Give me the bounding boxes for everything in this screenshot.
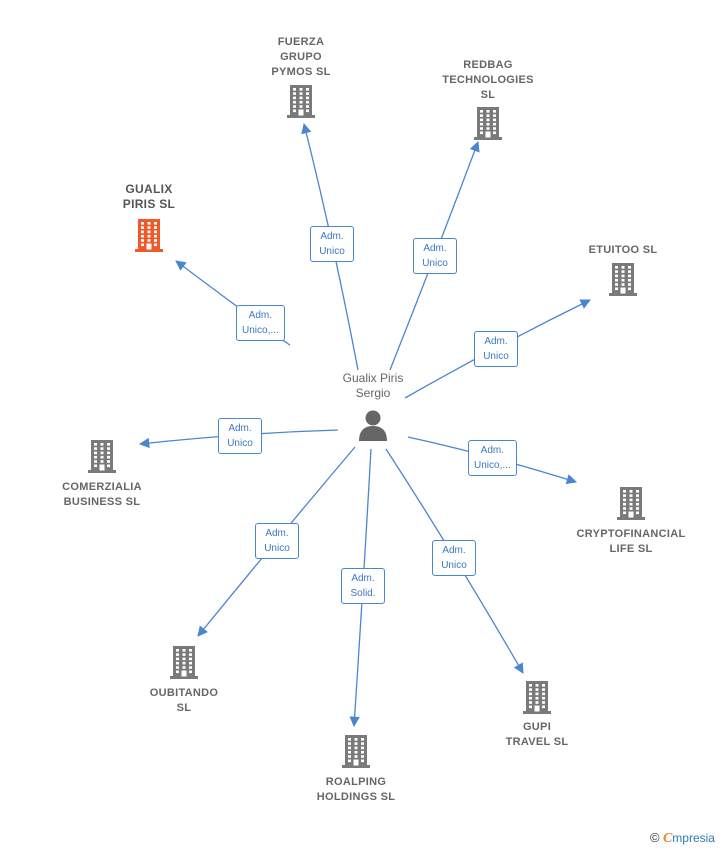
company-node-comerzialia[interactable] bbox=[87, 439, 117, 478]
building-icon bbox=[617, 487, 645, 520]
company-name-gupi[interactable]: GUPI TRAVEL SL bbox=[505, 721, 569, 748]
edge-label-gualix[interactable]: Adm. Unico,... bbox=[236, 305, 285, 341]
company-node-redbag[interactable] bbox=[473, 106, 503, 145]
building-icon bbox=[342, 735, 370, 768]
company-node-fuerza[interactable] bbox=[286, 84, 316, 123]
building-icon bbox=[135, 219, 163, 252]
company-node-oubitando[interactable] bbox=[169, 645, 199, 684]
company-node-gupi[interactable] bbox=[522, 680, 552, 719]
company-name-crypto[interactable]: CRYPTOFINANCIAL LIFE SL bbox=[576, 528, 686, 555]
company-name-etuitoo[interactable]: ETUITOO SL bbox=[588, 244, 658, 256]
edge-label-redbag[interactable]: Adm. Unico bbox=[413, 238, 457, 274]
company-node-crypto[interactable] bbox=[616, 486, 646, 525]
company-name-gualix[interactable]: GUALIX PIRIS SL bbox=[122, 182, 176, 211]
edge-label-gupi[interactable]: Adm. Unico bbox=[432, 540, 476, 576]
footer-brand: © Cmpresia bbox=[650, 830, 715, 847]
company-name-fuerza[interactable]: FUERZA GRUPO PYMOS SL bbox=[271, 36, 331, 78]
edge-label-roalping[interactable]: Adm. Solid. bbox=[341, 568, 385, 604]
building-icon bbox=[88, 440, 116, 473]
building-icon bbox=[474, 107, 502, 140]
edge-label-oubitando[interactable]: Adm. Unico bbox=[255, 523, 299, 559]
edge-label-fuerza[interactable]: Adm. Unico bbox=[310, 226, 354, 262]
brand-logo-text: mpresia bbox=[672, 831, 715, 845]
person-icon bbox=[359, 410, 387, 441]
brand-logo-initial: C bbox=[662, 831, 673, 846]
company-name-roalping[interactable]: ROALPING HOLDINGS SL bbox=[316, 776, 396, 803]
edge-label-crypto[interactable]: Adm. Unico,... bbox=[468, 440, 517, 476]
company-name-redbag[interactable]: REDBAG TECHNOLOGIES SL bbox=[442, 59, 534, 101]
building-icon bbox=[287, 85, 315, 118]
edge-label-etuitoo[interactable]: Adm. Unico bbox=[474, 331, 518, 367]
building-icon bbox=[609, 263, 637, 296]
building-icon bbox=[170, 646, 198, 679]
company-node-etuitoo[interactable] bbox=[608, 262, 638, 301]
company-node-gualix[interactable] bbox=[134, 218, 164, 257]
company-node-roalping[interactable] bbox=[341, 734, 371, 773]
company-name-comerzialia[interactable]: COMERZIALIA BUSINESS SL bbox=[62, 481, 142, 508]
person-node[interactable] bbox=[358, 409, 388, 441]
edge-label-comerzialia[interactable]: Adm. Unico bbox=[218, 418, 262, 454]
person-name: Gualix Piris Sergio bbox=[342, 371, 404, 400]
building-icon bbox=[523, 681, 551, 714]
company-name-oubitando[interactable]: OUBITANDO SL bbox=[149, 687, 219, 714]
copyright-symbol: © bbox=[650, 830, 660, 845]
